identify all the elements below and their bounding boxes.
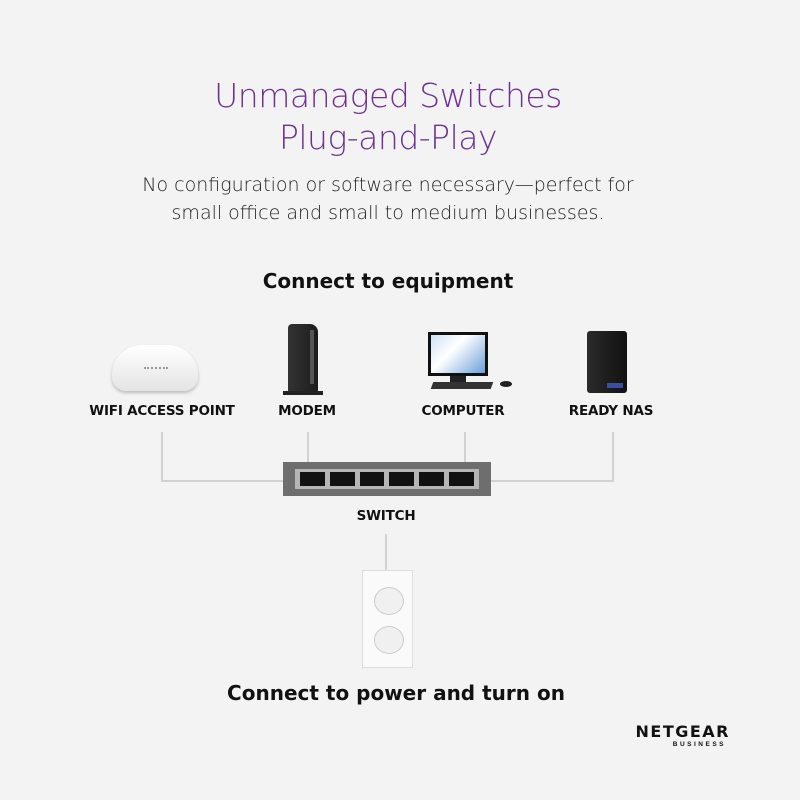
modem-icon (283, 324, 323, 395)
cable-nas-h (488, 480, 614, 482)
switch-icon (283, 462, 491, 496)
power-outlet-icon (362, 570, 413, 668)
computer-icon (420, 332, 520, 392)
device-label-modem: MODEM (278, 403, 336, 419)
title-line-2: Plug-and-Play (278, 118, 498, 157)
netgear-logo: NETGEAR BUSINESS (630, 722, 730, 748)
power-heading: Connect to power and turn on (227, 681, 565, 705)
device-label-ready-nas: READY NAS (568, 403, 654, 419)
cable-access-point-h (161, 480, 285, 482)
device-label-computer: COMPUTER (421, 403, 505, 419)
switch-label: SWITCH (356, 508, 416, 524)
subtitle-line-1: No configuration or software necessary—p… (142, 174, 634, 196)
access-point-icon (112, 345, 198, 391)
cable-modem (307, 432, 309, 464)
cable-access-point (161, 432, 163, 482)
subtitle-line-2: small office and small to medium busines… (171, 202, 605, 224)
title-line-1: Unmanaged Switches (214, 76, 562, 115)
equipment-heading: Connect to equipment (262, 269, 514, 293)
device-label-wifi-access-point: WIFI ACCESS POINT (89, 403, 235, 419)
cable-computer (464, 432, 466, 464)
logo-brand: NETGEAR (635, 722, 730, 741)
logo-tagline: BUSINESS (672, 741, 726, 748)
power-cable (385, 534, 387, 570)
cable-nas (612, 432, 614, 482)
nas-icon (587, 331, 627, 393)
